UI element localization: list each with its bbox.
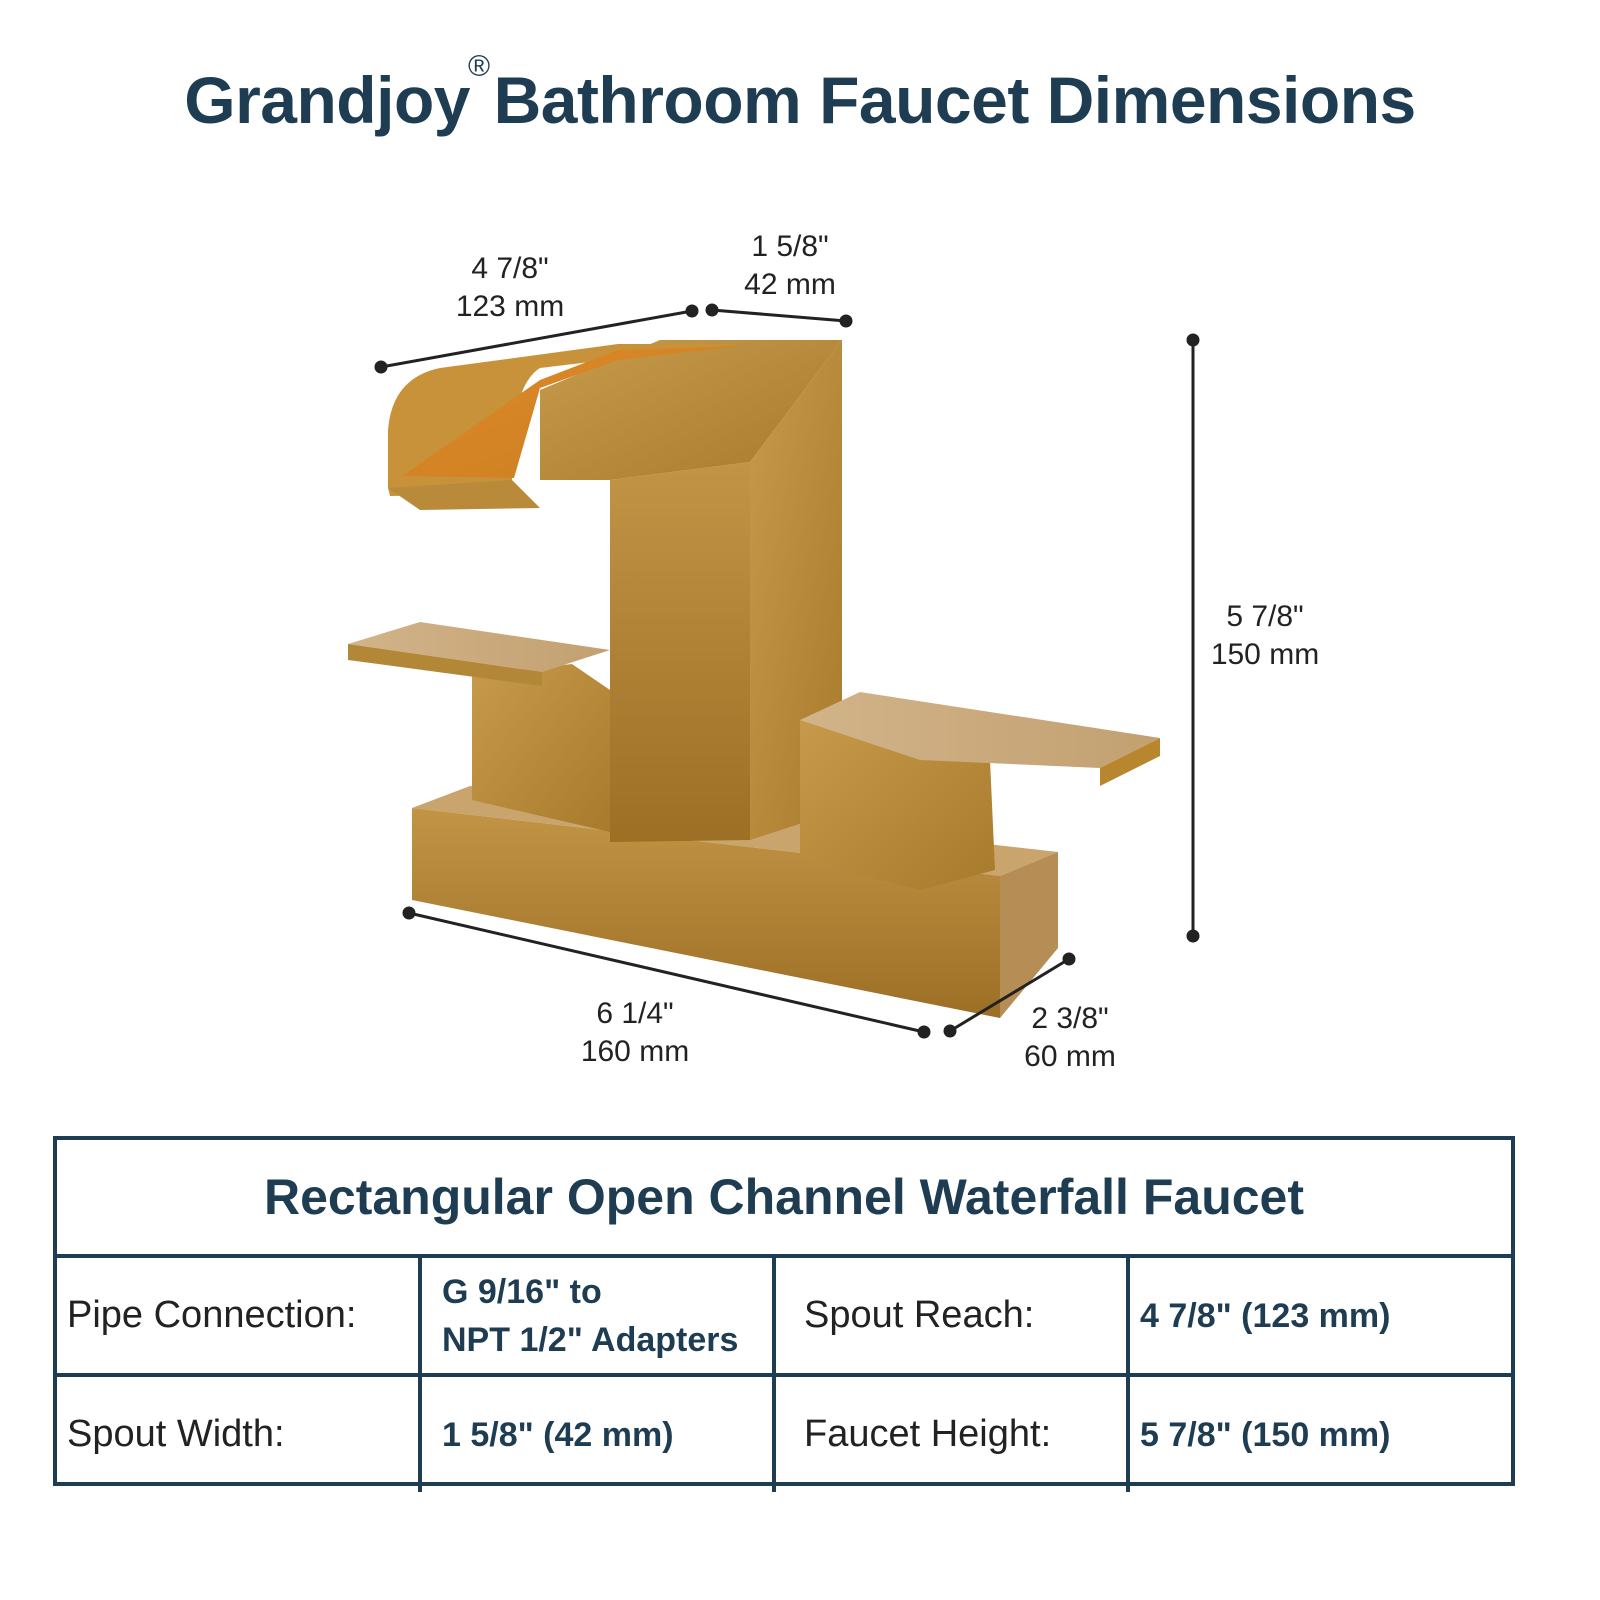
- page-title: Grandjoy®Bathroom Faucet Dimensions: [0, 50, 1600, 138]
- spec-table: Rectangular Open Channel Waterfall Fauce…: [53, 1136, 1515, 1492]
- base-depth-label: 2 3/8" 60 mm: [995, 1000, 1145, 1076]
- spout-body: [388, 340, 842, 842]
- table-cell: 4 7/8" (123 mm): [1126, 1258, 1511, 1373]
- spout-reach-metric: 123 mm: [455, 290, 565, 323]
- base-length-label: 6 1/4" 160 mm: [555, 995, 715, 1071]
- left-handle: [348, 622, 610, 832]
- table-cell: Faucet Height:: [772, 1377, 1126, 1492]
- spout-width-label: 1 5/8" 42 mm: [715, 228, 865, 304]
- spout-reach-spec-value: 4 7/8" (123 mm): [1140, 1296, 1391, 1335]
- table-cell: Spout Reach:: [772, 1258, 1126, 1373]
- base-length-imperial: 6 1/4": [596, 997, 674, 1030]
- registered-mark: ®: [467, 50, 490, 83]
- spout-width-spec-value: 1 5/8" (42 mm): [442, 1415, 674, 1454]
- table-cell: G 9/16" to NPT 1/2" Adapters: [418, 1258, 772, 1373]
- faucet-illustration: [348, 303, 1200, 1039]
- spout-reach-imperial: 4 7/8": [471, 252, 549, 285]
- faucet-height-spec-label: Faucet Height:: [804, 1413, 1052, 1455]
- height-metric: 150 mm: [1210, 638, 1320, 671]
- pipe-connection-label: Pipe Connection:: [67, 1294, 357, 1336]
- dimension-lines: [374, 303, 1200, 1039]
- right-handle: [800, 692, 1160, 890]
- table-cell: 5 7/8" (150 mm): [1126, 1377, 1511, 1492]
- base-depth-imperial: 2 3/8": [1031, 1002, 1109, 1035]
- faucet-height-spec-value: 5 7/8" (150 mm): [1140, 1415, 1391, 1454]
- spec-table-title: Rectangular Open Channel Waterfall Fauce…: [57, 1140, 1511, 1258]
- title-text: Bathroom Faucet Dimensions: [493, 63, 1417, 137]
- spout-reach-spec-label: Spout Reach:: [804, 1294, 1035, 1336]
- spout-width-spec-label: Spout Width:: [67, 1413, 285, 1455]
- pipe-connection-value-line2: NPT 1/2" Adapters: [442, 1320, 739, 1359]
- table-row: Spout Width: 1 5/8" (42 mm) Faucet Heigh…: [57, 1373, 1511, 1492]
- pipe-connection-value-line1: G 9/16" to: [442, 1272, 602, 1311]
- height-imperial: 5 7/8": [1226, 600, 1304, 633]
- table-cell: Spout Width:: [57, 1377, 418, 1492]
- pipe-connection-value: G 9/16" to NPT 1/2" Adapters: [442, 1268, 738, 1364]
- spout-width-metric: 42 mm: [744, 268, 836, 301]
- base-depth-metric: 60 mm: [1024, 1040, 1116, 1073]
- base-length-metric: 160 mm: [580, 1035, 690, 1068]
- brand-name: Grandjoy: [184, 63, 470, 137]
- spout-reach-label: 4 7/8" 123 mm: [430, 250, 590, 326]
- height-label: 5 7/8" 150 mm: [1190, 598, 1340, 674]
- spout-width-imperial: 1 5/8": [751, 230, 829, 263]
- table-cell: Pipe Connection:: [57, 1258, 418, 1373]
- table-row: Pipe Connection: G 9/16" to NPT 1/2" Ada…: [57, 1258, 1511, 1373]
- table-cell: 1 5/8" (42 mm): [418, 1377, 772, 1492]
